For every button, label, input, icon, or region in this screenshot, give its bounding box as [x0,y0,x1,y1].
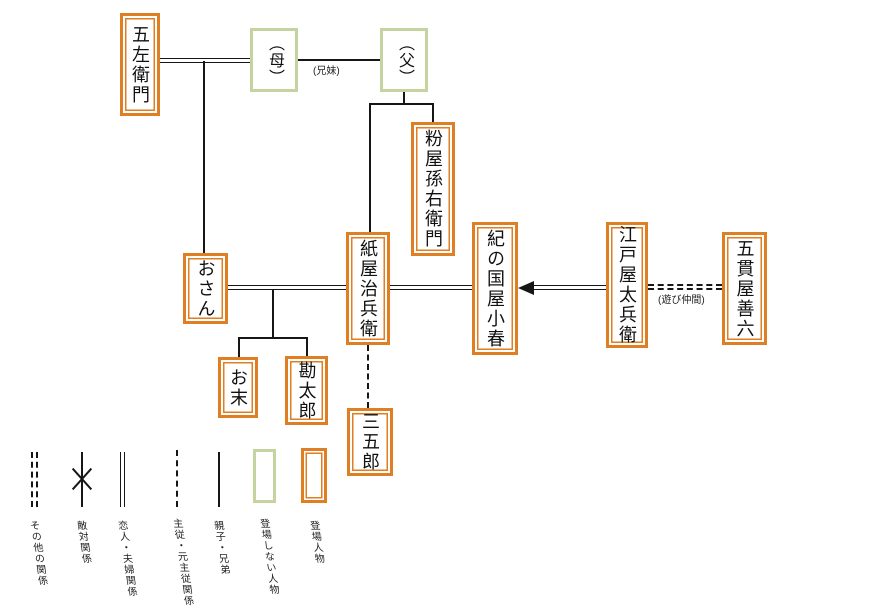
edge-children-branch-line [238,337,307,339]
edge-tahei-koharu-double-line [532,285,606,290]
edge-mother-father-line [298,59,380,61]
legend-label-non-appearing-person: 登場しない人物 [257,518,279,595]
legend-symbol-double-dashed-line [31,452,38,507]
node-zenroku: 五貫屋善六 [722,232,767,345]
edge-father-stub-line [403,92,405,104]
node-koharu: 紀の国屋小春 [472,222,518,355]
legend-symbol-green-box [253,449,276,503]
edge-parents-osan-line [203,61,205,253]
edge-tahei-zenroku-double-dashed-line [648,284,722,290]
node-jihei: 紙屋治兵衛 [346,232,390,345]
edge-father-jihei-line [369,103,371,233]
edge-branch-kantaro-line [306,337,308,357]
node-magoemon: 粉屋孫右衛門 [411,122,455,256]
legend-label-other-relations: その他の関係 [27,520,48,586]
edge-gozaemon-mother-double-line [160,58,251,63]
node-father: （父） [380,28,428,92]
node-sangoro: 三五郎 [347,408,393,476]
legend-symbol-single-line [218,452,220,507]
node-tahei: 江戸屋太兵衛 [606,222,648,348]
node-osan: おさん [183,253,228,324]
edge-jihei-sangoro-dashed-line [367,345,369,408]
legend-symbol-dashed-line [176,450,178,507]
edge-father-magoemon-line [432,103,434,123]
edge-label-siblings: (兄妹) [313,66,340,77]
edge-branch-osue-line [238,337,240,358]
edge-father-branch-line [369,103,433,105]
edge-label-playmates: (遊び仲間) [658,295,705,306]
arrowhead-toward-koharu-icon [518,281,534,295]
edge-couple-children-drop-line [272,290,274,337]
node-osue: お末 [218,357,258,418]
legend-label-hostile-relations: 敵対関係 [74,520,92,564]
edge-jihei-koharu-double-line [390,285,472,290]
legend-label-couple-relations: 恋人・夫婦関係 [115,520,137,597]
edge-osan-jihei-double-line [227,285,347,290]
node-gozaemon: 五左衛門 [120,13,160,116]
legend-symbol-orange-box [301,448,327,503]
node-mother: （母） [250,28,298,92]
legend-symbol-double-line [120,452,125,507]
legend-label-master-servant-relations: 主従・元主従関係 [170,518,194,606]
legend-label-parent-child: 親子・兄弟 [211,520,230,575]
legend-label-appearing-person: 登場人物 [307,520,325,564]
node-kantaro: 勘太郎 [285,356,328,425]
